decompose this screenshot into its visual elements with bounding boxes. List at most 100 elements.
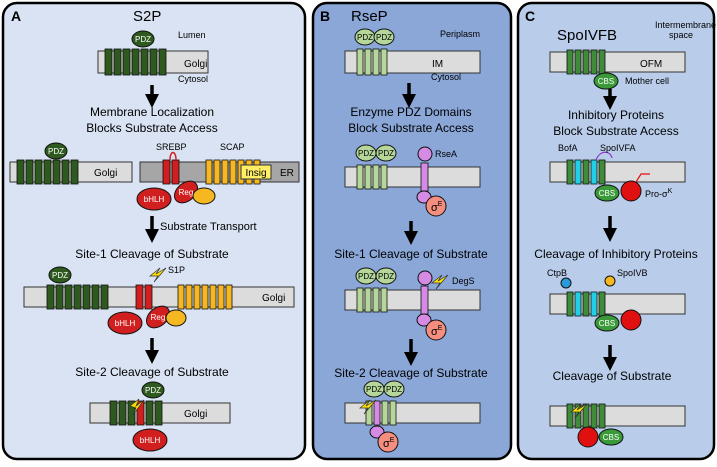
scap-cyto-domain [192, 187, 216, 205]
step1-title-line1: Inhibitory Proteins [568, 108, 664, 122]
pdz-label: PDZ [386, 385, 402, 394]
panel-b-letter: B [320, 8, 330, 24]
pro-sigma-k-icon [620, 309, 642, 331]
panel-c-title: SpoIVFB [557, 27, 617, 44]
golgi-membrane-step3: PDZ Golgi [89, 381, 231, 426]
pro-sigma-k-label: Pro-σK [645, 188, 673, 199]
spoivb-icon [604, 275, 616, 287]
er-membrane: Insig ER [139, 151, 300, 185]
step2-title: Site-1 Cleavage of Substrate [75, 247, 229, 261]
spoivfa-label: SpoIVFA [600, 143, 636, 153]
sigma-e-label: σE [383, 437, 395, 450]
step3-title: Cleavage of Substrate [553, 369, 672, 383]
pdz-label: PDZ [378, 149, 394, 158]
reg-domain [173, 180, 199, 204]
cytosol-label: Cytosol [431, 72, 461, 82]
golgi-label: Golgi [184, 59, 207, 70]
bhlh-label: bHLH [144, 195, 165, 204]
step1-title-line2: Block Substrate Access [553, 124, 678, 138]
panel-b-title: RseP [351, 8, 388, 25]
spoivfb-membrane-step3: CBS [549, 403, 686, 448]
rsep-membrane-top: PDZ PDZ IM [344, 28, 481, 76]
pdz-label: PDZ [376, 33, 392, 42]
golgi-label: Golgi [94, 168, 117, 179]
bhlh-label: bHLH [140, 436, 161, 445]
cbs-label: CBS [599, 189, 615, 198]
panel-a: A S2P PDZ Golgi Lumen Cytosol Membrane L… [1, 1, 307, 461]
lumen-label: Lumen [178, 30, 206, 40]
pdz-label: PDZ [358, 272, 374, 281]
step2-title: Cleavage of Inhibitory Proteins [534, 247, 697, 261]
pdz-label: PDZ [52, 271, 68, 280]
step1-title-line1: Enzyme PDZ Domains [350, 105, 471, 119]
reg-label: Reg [151, 313, 166, 322]
ctpb-icon [560, 277, 572, 289]
sigma-k-icon [577, 426, 599, 448]
degs-lightning-icon [431, 274, 449, 290]
rsea-label: RseA [435, 149, 457, 159]
ctpb-label: CtpB [547, 268, 567, 278]
pro-sigma-k-icon [620, 180, 642, 202]
step3-title: Site-2 Cleavage of Substrate [75, 365, 229, 379]
panel-b: B RseP Periplasm PDZ PDZ IM Cytosol Enzy… [311, 1, 513, 461]
rsep-lightning-icon [359, 399, 377, 415]
s2p-membrane-top: PDZ Golgi [97, 30, 209, 76]
golgi-label: Golgi [184, 409, 207, 420]
step1-title-line1: Membrane Localization [90, 105, 214, 119]
pdz-label: PDZ [378, 272, 394, 281]
insig-label: Insig [245, 168, 266, 179]
panel-c: C SpoIVFB Intermembrane space OFM CBS Mo… [516, 1, 716, 461]
pdz-label: PDZ [135, 35, 151, 44]
step1-title-line2: Block Substrate Access [348, 121, 473, 135]
sigma-e-label: σE [431, 325, 443, 338]
panel-c-letter: C [525, 8, 535, 24]
spoivfb-membrane-step2: CBS [549, 275, 686, 332]
srebp-label: SREBP [156, 142, 187, 152]
sigma-e-label: σE [431, 201, 443, 214]
spoivb-label: SpoIVB [617, 268, 648, 278]
cytosol-label: Cytosol [178, 74, 208, 84]
bhlh-label: bHLH [115, 319, 136, 328]
pdz-domain [131, 30, 155, 48]
panel-a-letter: A [11, 8, 21, 24]
pdz-label: PDZ [366, 385, 382, 394]
rsep-membrane-step3: PDZ PDZ σE [344, 380, 481, 453]
rsep-membrane-step2: PDZ PDZ σE [344, 267, 481, 341]
pdz-label: PDZ [357, 33, 373, 42]
step1-title-line2: Blocks Substrate Access [86, 121, 217, 135]
insig-box [240, 164, 272, 180]
pdz-label: PDZ [358, 149, 374, 158]
s1p-lightning-icon [149, 267, 167, 283]
mother-cell-label: Mother cell [625, 76, 669, 86]
spoivfb-membrane-top: OFM CBS [549, 49, 686, 90]
s2p-golgi-membrane: PDZ Golgi [9, 142, 133, 185]
pdz-label: PDZ [145, 386, 161, 395]
im-label: IM [432, 59, 443, 70]
cbs-label: CBS [599, 319, 615, 328]
intermembrane-label-line2: space [669, 30, 693, 40]
periplasm-label: Periplasm [440, 29, 480, 39]
ofm-label: OFM [640, 59, 662, 70]
sigma-e-icon [425, 319, 447, 341]
scap-label: SCAP [220, 142, 245, 152]
cbs-label: CBS [603, 433, 619, 442]
step3-title: Site-2 Cleavage of Substrate [334, 366, 488, 380]
golgi-label: Golgi [262, 293, 285, 304]
intermembrane-label-line1: Intermembrane [655, 20, 716, 30]
degs-label: DegS [452, 276, 475, 286]
bhlh-domain [136, 187, 172, 211]
pdz-label: PDZ [48, 147, 64, 156]
panel-a-title: S2P [133, 8, 161, 25]
s1p-label: S1P [168, 265, 185, 275]
er-label: ER [280, 168, 294, 179]
step2-title: Site-1 Cleavage of Substrate [334, 247, 488, 261]
golgi-membrane-step2: PDZ Golgi [23, 266, 295, 310]
sigma-e-icon [377, 431, 399, 453]
spoivfb-lightning-icon [570, 403, 588, 419]
substrate-transport-label: Substrate Transport [160, 221, 257, 233]
spoivfb-membrane-step1: CBS [549, 151, 686, 202]
sigma-e-icon [425, 195, 447, 217]
reg-label: Reg [179, 188, 194, 197]
